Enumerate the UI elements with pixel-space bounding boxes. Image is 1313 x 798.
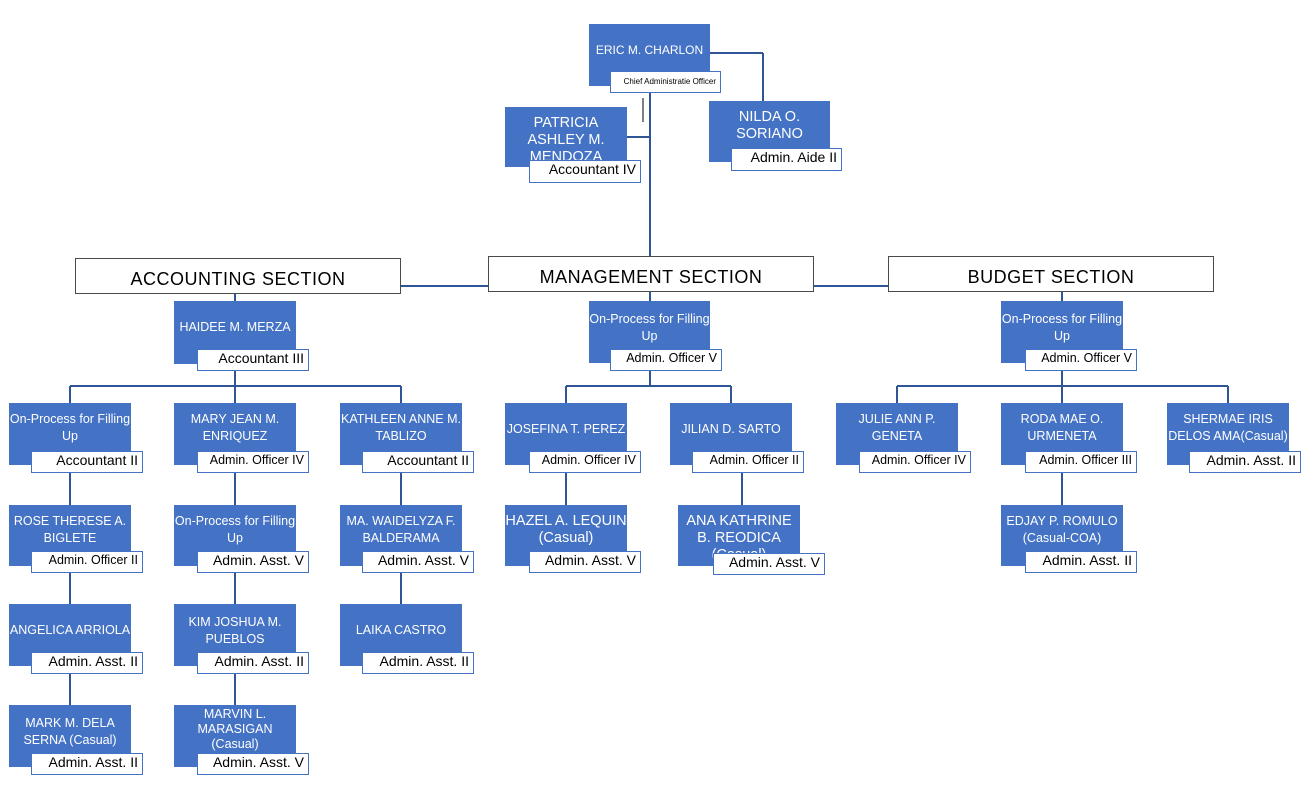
accounting-col3-title-2: Admin. Asst. V <box>362 551 474 573</box>
accounting-col2-title-3: Admin. Asst. II <box>197 652 309 674</box>
accounting-col3-title-3: Admin. Asst. II <box>362 652 474 674</box>
management-head-name: On-Process for Filling Up <box>589 312 710 343</box>
management-head-title: Admin. Officer V <box>610 349 722 371</box>
accounting-head-name: HAIDEE M. MERZA <box>179 320 291 334</box>
budget-col2-title-1: Admin. Officer III <box>1025 451 1137 473</box>
accounting-col2-name-1: MARY JEAN M. ENRIQUEZ <box>190 412 280 443</box>
accounting-col3-name-2: MA. WAIDELYZA F. BALDERAMA <box>346 514 456 545</box>
management-col2-name-1: JILIAN D. SARTO <box>681 422 781 436</box>
patricia-name: PATRICIA ASHLEY M. MENDOZA <box>527 115 605 165</box>
management-col2-title-2: Admin. Asst. V <box>713 553 825 575</box>
nilda-title: Admin. Aide II <box>731 148 842 171</box>
management-col1-title-2: Admin. Asst. V <box>529 551 641 573</box>
nilda-box: NILDA O. SORIANO <box>709 101 830 162</box>
budget-col3-title-1: Admin. Asst. II <box>1189 451 1301 473</box>
budget-section: BUDGET SECTION <box>888 256 1214 292</box>
accounting-col3-name-3: LAIKA CASTRO <box>355 623 447 637</box>
accounting-col1-name-2: ROSE THERESE A. BIGLETE <box>13 514 127 545</box>
budget-col1-title-1: Admin. Officer IV <box>859 451 971 473</box>
budget-head-title: Admin. Officer V <box>1025 349 1137 371</box>
accounting-section: ACCOUNTING SECTION <box>75 258 401 294</box>
patricia-box: PATRICIA ASHLEY M. MENDOZA <box>505 107 627 167</box>
chief-name: ERIC M. CHARLON <box>595 43 704 57</box>
nilda-name: NILDA O. SORIANO <box>736 109 803 142</box>
budget-col3-name-1: SHERMAE IRIS DELOS AMA(Casual) <box>1168 412 1288 443</box>
budget-col2-name-1: RODA MAE O. URMENETA <box>1020 412 1104 443</box>
accounting-col1-name-3: ANGELICA ARRIOLA <box>9 623 131 637</box>
budget-col2-title-2: Admin. Asst. II <box>1025 551 1137 573</box>
management-col1-name-2: HAZEL A. LEQUIN (Casual) <box>505 513 627 546</box>
accounting-col1-title-4: Admin. Asst. II <box>31 753 143 775</box>
accounting-col2-name-4: MARVIN L. MARASIGAN (Casual) <box>197 707 273 751</box>
accounting-col2-name-2: On-Process for Filling Up <box>174 514 296 545</box>
chief-title: Chief Administratie Officer <box>610 71 721 93</box>
accounting-col2-title-4: Admin. Asst. V <box>197 753 309 775</box>
accounting-col1-name-4: MARK M. DELA SERNA (Casual) <box>23 716 117 747</box>
accounting-col3-title-1: Accountant II <box>362 451 474 473</box>
accounting-col1-name-1: On-Process for Filling Up <box>9 412 131 443</box>
accounting-col3-name-1: KATHLEEN ANNE M. TABLIZO <box>341 412 461 443</box>
accounting-col1-title-1: Accountant II <box>31 451 143 473</box>
management-section: MANAGEMENT SECTION <box>488 256 814 292</box>
accounting-col2-name-3: KIM JOSHUA M. PUEBLOS <box>188 615 282 646</box>
budget-head-name: On-Process for Filling Up <box>1001 312 1123 343</box>
accounting-col1-title-2: Admin. Officer II <box>31 551 143 573</box>
accounting-col1-title-3: Admin. Asst. II <box>31 652 143 674</box>
budget-col1-name-1: JULIE ANN P. GENETA <box>858 412 936 443</box>
management-col1-title-1: Admin. Officer IV <box>529 451 641 473</box>
management-col2-title-1: Admin. Officer II <box>692 451 804 473</box>
accounting-col2-title-2: Admin. Asst. V <box>197 551 309 573</box>
budget-col3-box-1: SHERMAE IRIS DELOS AMA(Casual) <box>1167 403 1289 465</box>
accounting-col2-title-1: Admin. Officer IV <box>197 451 309 473</box>
accounting-head-title: Accountant III <box>197 349 309 371</box>
budget-col2-name-2: EDJAY P. ROMULO (Casual-COA) <box>1006 514 1118 545</box>
management-col1-name-1: JOSEFINA T. PEREZ <box>506 422 626 436</box>
patricia-title: Accountant IV <box>529 160 641 183</box>
